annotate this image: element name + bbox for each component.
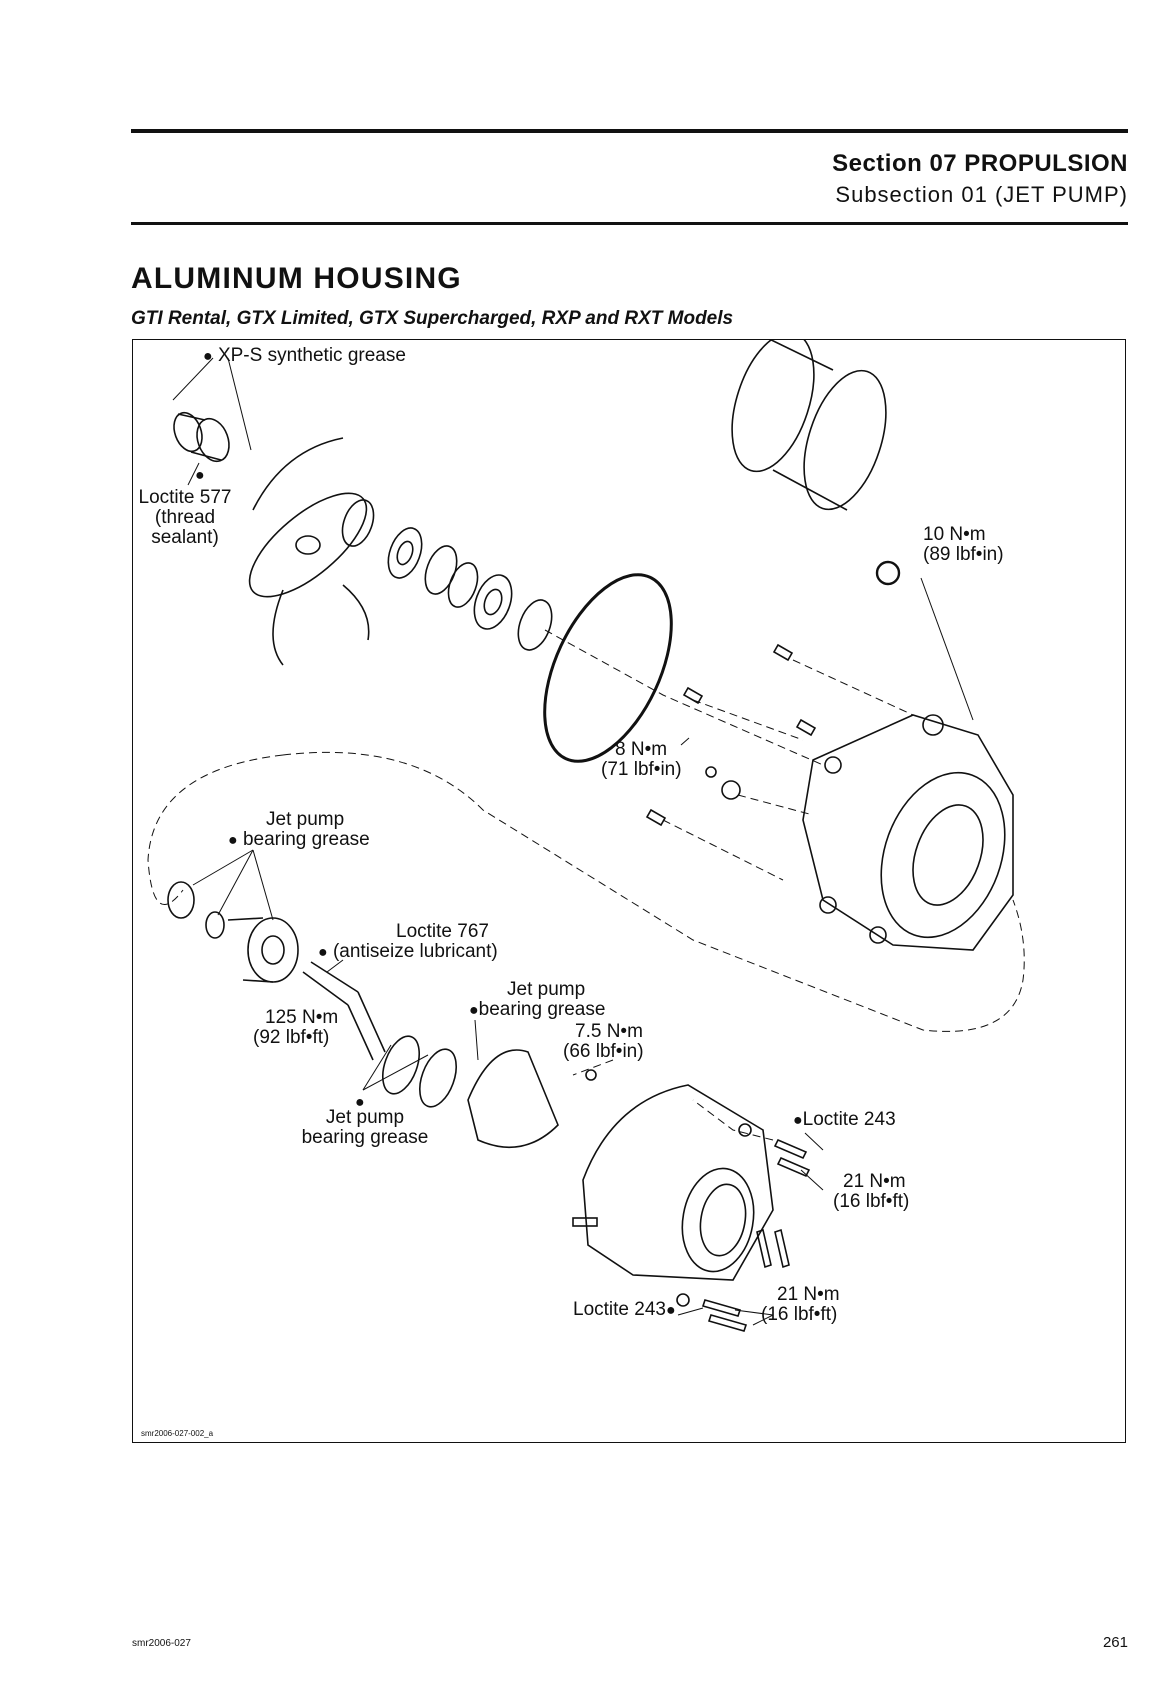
bolt-4 [645,808,667,827]
bolt-6 [776,1156,811,1178]
bolt-3 [795,718,817,737]
nut [721,780,741,800]
label-torque-10nm: 10 N•m (89 lbf•in) [923,524,1004,565]
drop-icon: ● [195,467,205,484]
exploded-view-figure: ● XP-S synthetic grease ● Loctite 577 (t… [132,339,1126,1443]
drop-icon: ● [228,832,238,849]
bolt-5 [773,1138,808,1160]
label-jet-grease-c: Jet pump bearing grease [301,1107,429,1148]
small-screw [585,1069,597,1081]
wear-ring [731,340,887,511]
bolt-1 [772,643,794,662]
label-loctite243-b: Loctite 243● [573,1299,676,1320]
impeller [248,437,370,666]
drain-plug [875,560,901,586]
leader-lines [172,357,974,1326]
bolt-10 [707,1314,748,1332]
page-number: 261 [1102,1634,1128,1651]
assembly-path [147,629,1025,1141]
header-top-rule [131,129,1128,133]
o-ring-2 [447,562,479,608]
subsection-title: Subsection 01 (JET PUMP) [835,182,1128,207]
bolt-8 [774,1228,790,1269]
bolt-9 [701,1299,742,1317]
label-torque-125nm: 125 N•m (92 lbf•ft) [253,1007,339,1048]
drop-icon: ● [665,1302,676,1319]
label-loctite243-a: ●Loctite 243 [793,1109,896,1130]
label-torque-7-5nm: 7.5 N•m (66 lbf•in) [563,1021,644,1062]
footer-doc-code: smr2006-027 [132,1638,191,1649]
seal-1 [387,527,423,579]
lower-bearing [227,917,299,983]
label-xps-grease: ● XP-S synthetic grease [203,345,406,366]
large-o-ring [543,573,673,763]
lower-o-ring [205,911,225,939]
shaft-o-ring-1 [381,1035,421,1095]
impeller-sleeve [173,411,230,463]
lower-washer-2 [676,1293,690,1307]
label-torque-8nm: 8 N•m (71 lbf•in) [601,739,682,780]
models-line: GTI Rental, GTX Limited, GTX Supercharge… [131,308,734,329]
label-loctite767: Loctite 767 ● (antiseize lubricant) [318,921,498,962]
washer [705,766,717,778]
label-torque-21nm-b: 21 N•m (16 lbf•ft) [761,1284,840,1325]
drop-icon: ● [469,1002,479,1019]
label-jet-grease-b: Jet pump ●bearing grease [469,979,606,1020]
venturi-cone [467,1049,559,1148]
shaft [302,961,386,1061]
exploded-view-drawing [147,340,1025,1332]
label-jet-grease-a: Jet pump ● bearing grease [228,809,370,850]
bearing-1 [473,574,513,630]
lower-sleeve [167,881,195,919]
shaft-o-ring-2 [418,1048,458,1108]
drop-icon: ● [318,944,328,961]
header-bottom-rule [131,222,1128,225]
drop-icon: ● [793,1112,803,1129]
figure-id: smr2006-027-002_a [141,1429,214,1438]
jet-pump-housing [802,714,1014,951]
label-torque-21nm-a: 21 N•m (16 lbf•ft) [833,1171,910,1212]
bolt-2 [682,686,704,705]
drop-icon: ● [203,348,213,365]
section-title: Section 07 PROPULSION [832,150,1128,177]
lower-washer-1 [738,1123,752,1137]
bolt-7 [756,1228,772,1269]
o-ring-3 [517,599,553,651]
page-title: ALUMINUM HOUSING [131,262,462,295]
circlip [341,499,375,547]
label-loctite577: Loctite 577 (thread sealant) [138,487,232,548]
venturi-housing [572,1084,774,1281]
drop-icon: ● [355,1094,365,1111]
